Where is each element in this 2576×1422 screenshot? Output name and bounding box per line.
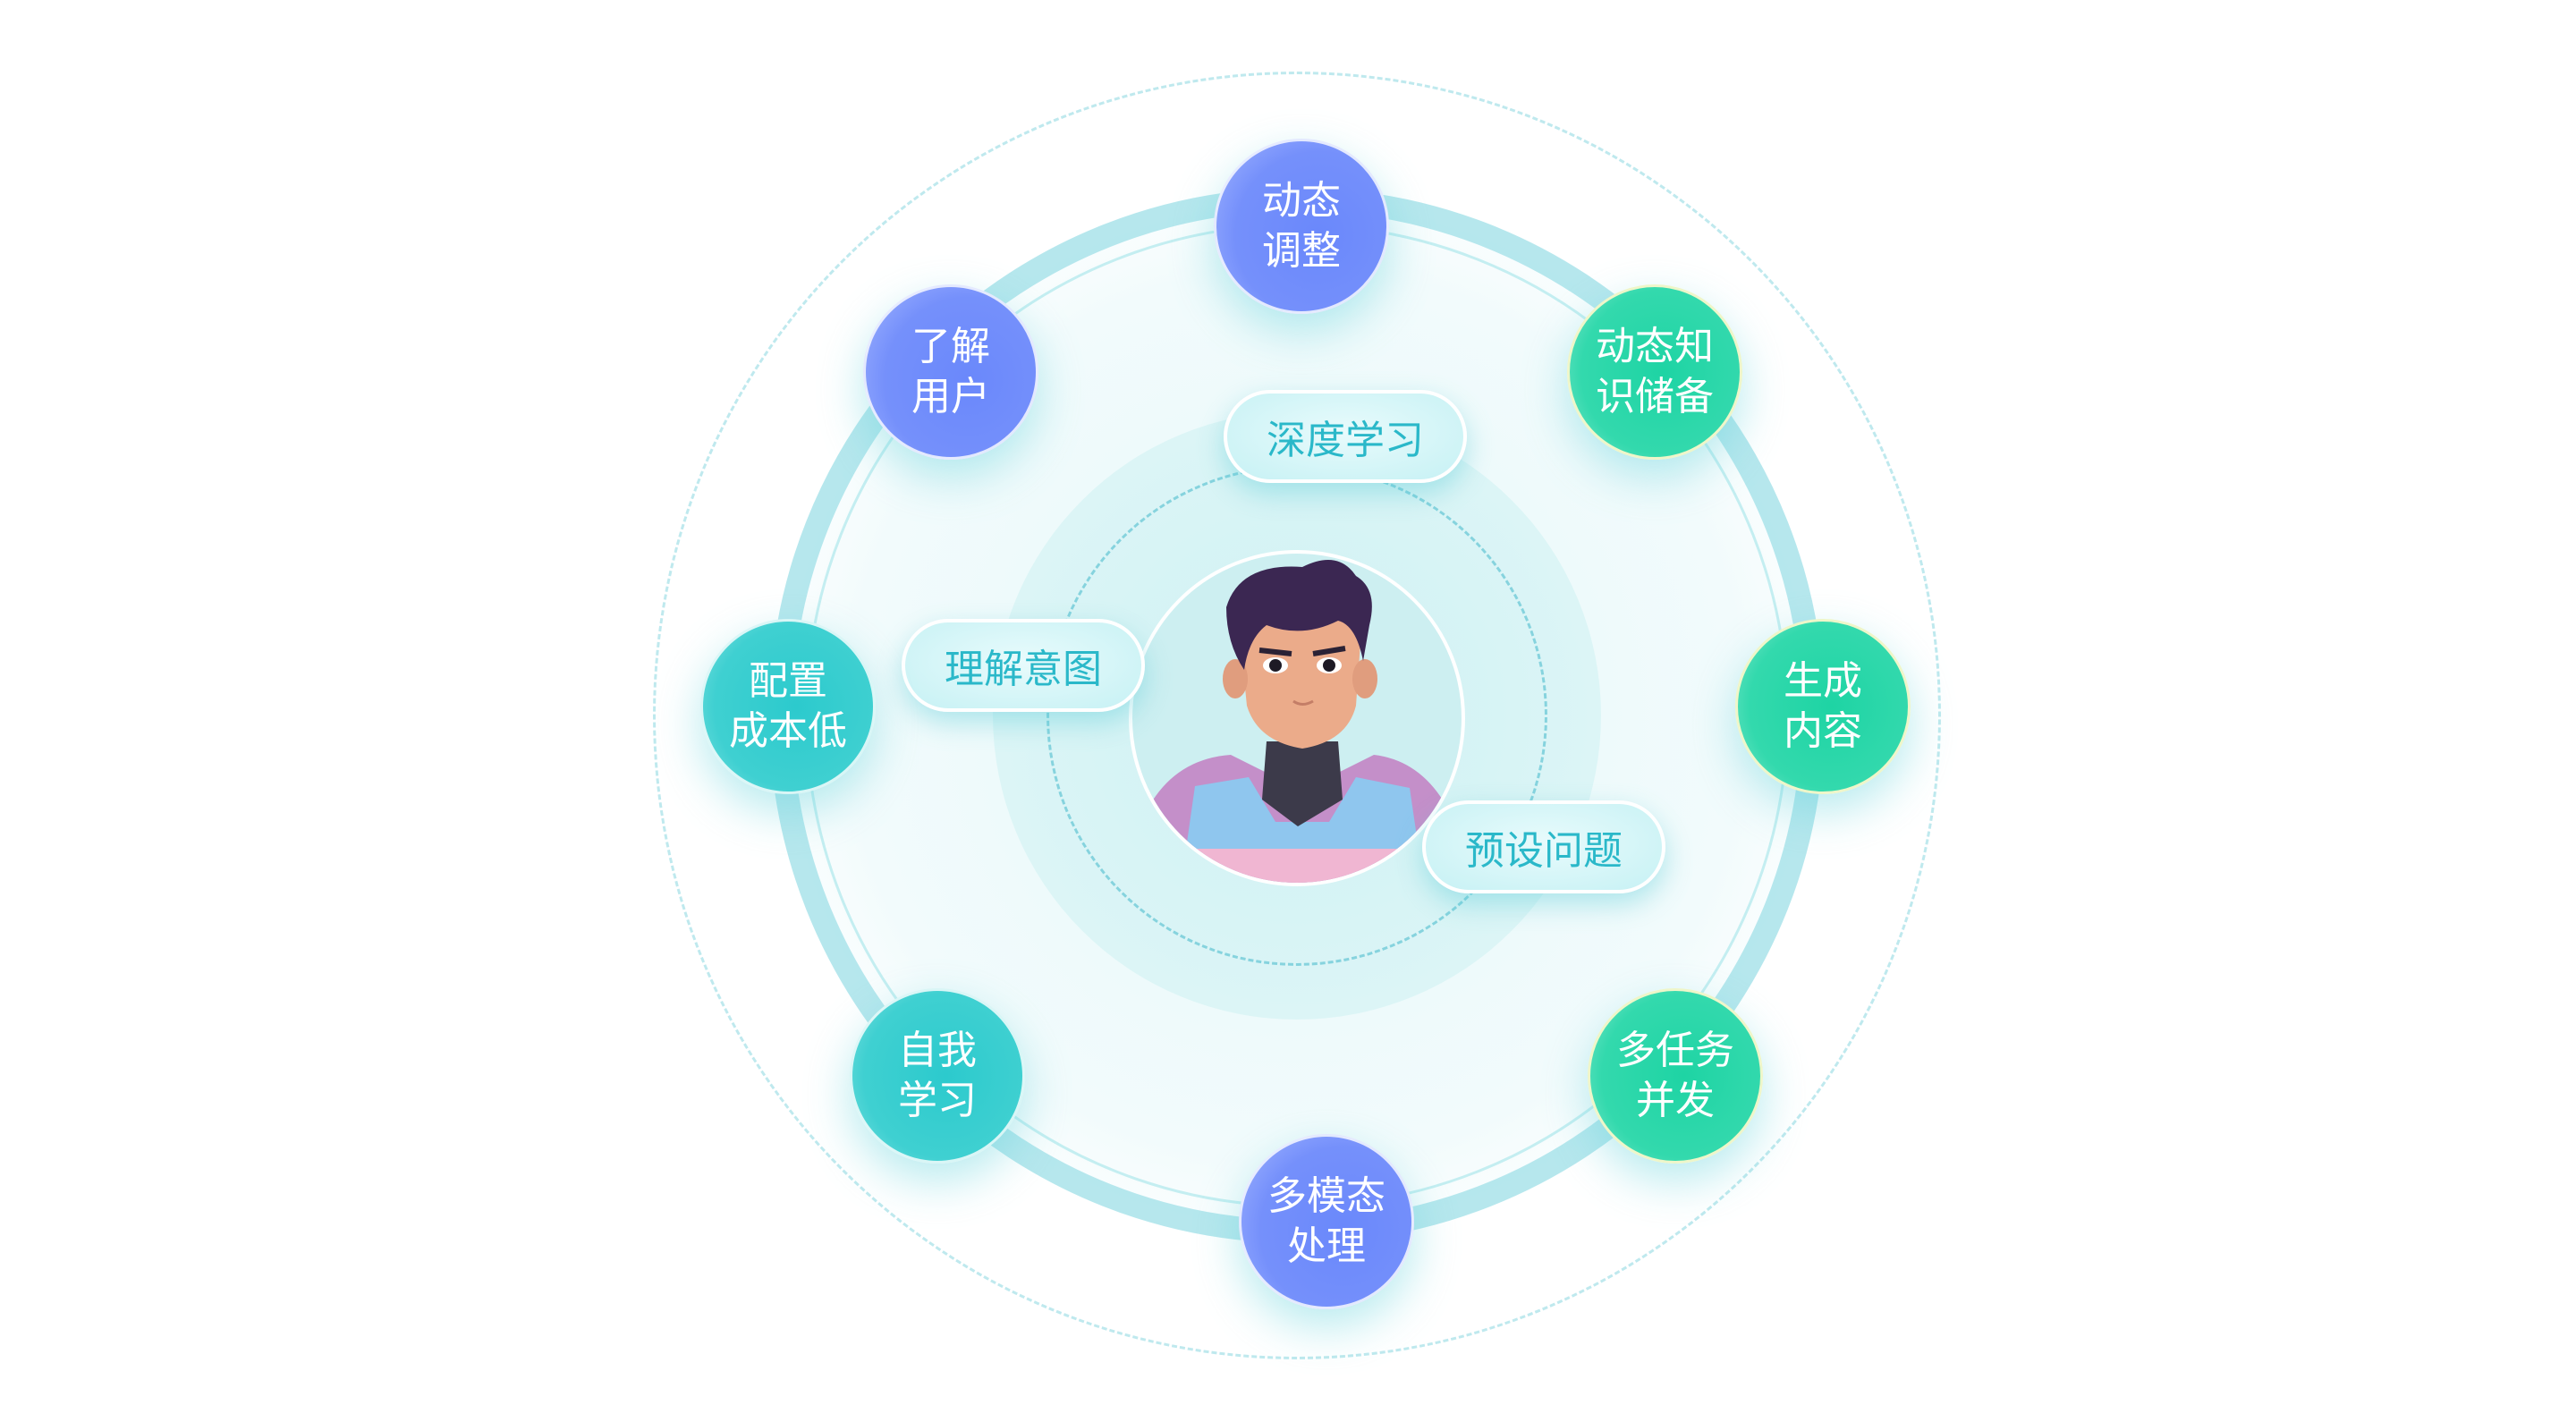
node-low-config-cost: 配置 成本低 [700, 619, 876, 794]
pill-label: 深度学习 [1267, 418, 1424, 463]
node-label: 动态知 识储备 [1596, 324, 1714, 419]
avatar [1129, 550, 1465, 886]
pill-understand-intent: 理解意图 [902, 619, 1145, 712]
node-generate-content: 生成 内容 [1735, 619, 1911, 794]
node-self-learning: 自我 学习 [850, 988, 1025, 1164]
node-multimodal: 多模态 处理 [1239, 1134, 1414, 1309]
pill-deep-learning: 深度学习 [1224, 390, 1467, 483]
node-dynamic-adjust: 动态 调整 [1214, 139, 1389, 314]
avatar-illustration-icon [1132, 560, 1462, 883]
node-dynamic-knowledge: 动态知 识储备 [1567, 284, 1742, 460]
node-label: 自我 学习 [898, 1028, 977, 1123]
node-label: 动态 调整 [1262, 178, 1341, 274]
pill-preset-questions: 预设问题 [1422, 800, 1665, 893]
pill-label: 理解意图 [945, 647, 1102, 692]
pill-label: 预设问题 [1465, 828, 1623, 874]
outer-dashed-ring [653, 72, 1941, 1359]
node-understand-user: 了解 用户 [863, 284, 1038, 460]
node-multitask: 多任务 并发 [1588, 988, 1763, 1164]
node-label: 多任务 并发 [1616, 1028, 1734, 1123]
node-label: 生成 内容 [1784, 658, 1862, 754]
node-label: 多模态 处理 [1267, 1173, 1385, 1269]
node-label: 配置 成本低 [729, 658, 847, 754]
node-label: 了解 用户 [911, 324, 990, 419]
